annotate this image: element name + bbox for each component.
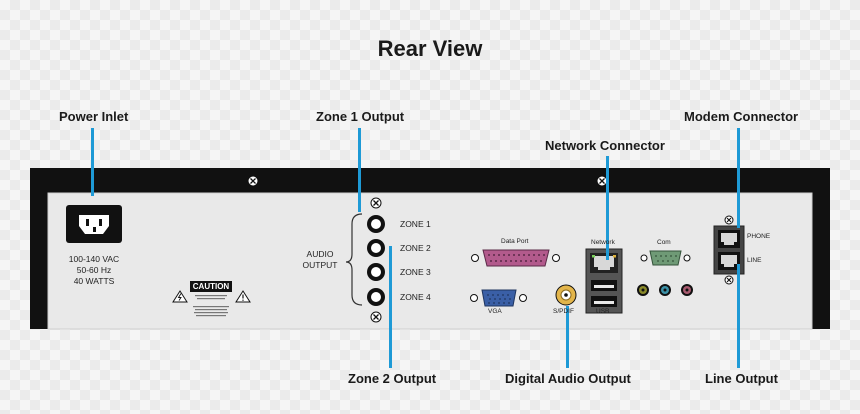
warning-icon [172, 290, 188, 303]
screw-icon [724, 275, 734, 285]
zone-label: ZONE 1 [400, 219, 431, 229]
caution-box [190, 281, 232, 292]
zone1-output-label: Zone 1 Output [316, 109, 405, 124]
audio-jack-icon [681, 284, 693, 296]
digital-audio-output-label: Digital Audio Output [505, 371, 631, 386]
audio-output-label: AUDIO OUTPUT [302, 249, 338, 270]
data-port-connector [471, 249, 560, 267]
warning-icon [235, 290, 251, 303]
zone-label: ZONE 4 [400, 292, 431, 302]
audio-jack-icon [367, 263, 385, 281]
line-output-label: Line Output [705, 371, 778, 386]
zone2-output-label: Zone 2 Output [348, 371, 437, 386]
network-usb-block [585, 248, 623, 314]
screw-icon [724, 215, 734, 225]
chassis-right-end [812, 193, 830, 329]
audio-jack-icon [637, 284, 649, 296]
network-label: Network [591, 239, 615, 246]
chassis-top-bar [30, 168, 830, 193]
vga-connector [470, 289, 527, 307]
zone-label: ZONE 3 [400, 267, 431, 277]
spdif-label: S/PDIF [553, 308, 574, 315]
caution-label: CAUTION [192, 282, 230, 291]
screw-icon [596, 175, 608, 187]
audio-bracket [345, 213, 363, 306]
spdif-connector [555, 284, 577, 306]
network-leader [606, 156, 609, 260]
modem-connector-label: Modem Connector [684, 109, 799, 124]
audio-jack-icon [659, 284, 671, 296]
audio-jack-icon [367, 288, 385, 306]
screw-icon [247, 175, 259, 187]
phone-label: PHONE [747, 233, 771, 240]
line-output-leader [737, 264, 740, 368]
digital-audio-leader [566, 306, 569, 368]
power-inlet-leader [91, 128, 94, 196]
rear-panel [48, 193, 812, 329]
modem-leader [737, 128, 740, 228]
usb-label: USB [596, 308, 610, 315]
power-specs: 100-140 VAC 50-60 Hz 40 WATTS [58, 254, 130, 287]
com-connector [640, 250, 691, 266]
power-inlet-label: Power Inlet [59, 109, 129, 124]
page-title: Rear View [377, 36, 483, 61]
power-inlet-icon [66, 205, 122, 243]
data-port-label: Data Port [501, 238, 529, 245]
line-label: LINE [747, 257, 762, 264]
screw-icon [370, 311, 382, 323]
power-voltage: 100-140 VAC [68, 254, 120, 264]
audio-jack-icon [367, 215, 385, 233]
zone2-leader [389, 246, 392, 368]
screw-icon [370, 197, 382, 209]
zone1-leader [358, 128, 361, 212]
audio-jack-icon [367, 239, 385, 257]
network-connector-label: Network Connector [545, 138, 665, 153]
power-wattage: 40 WATTS [73, 276, 115, 286]
com-label: Com [657, 239, 671, 246]
vga-label: VGA [488, 308, 502, 315]
chassis-left-end [30, 193, 48, 329]
zone-label: ZONE 2 [400, 243, 431, 253]
power-frequency: 50-60 Hz [76, 265, 112, 275]
